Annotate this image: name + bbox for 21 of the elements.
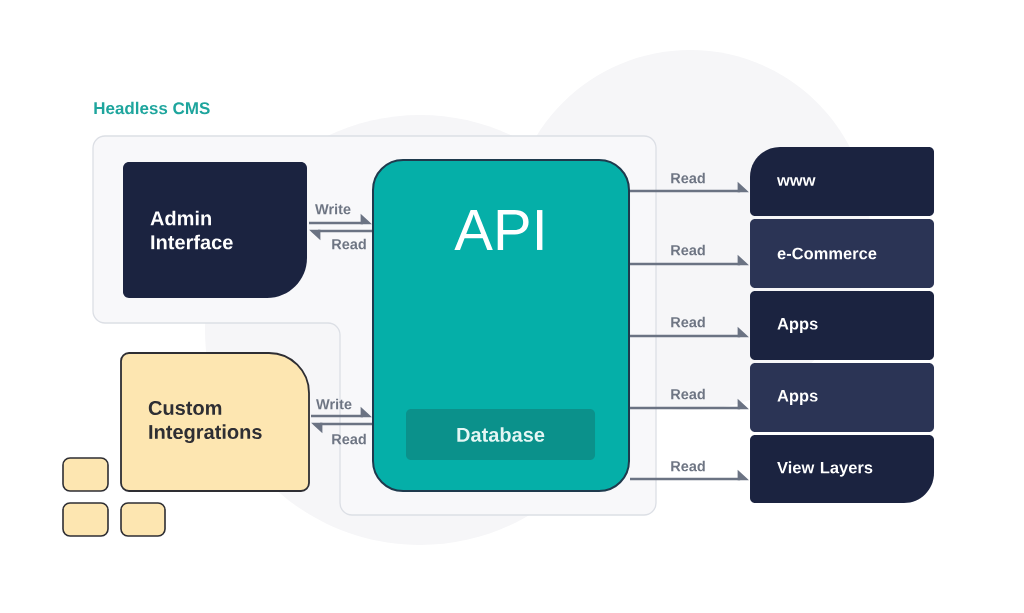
output-box: e-Commerce [750, 219, 934, 288]
edge-label: Write [315, 203, 351, 215]
edge-label: Read [671, 388, 705, 400]
inner-box: Database [406, 409, 595, 460]
small-tile [62, 457, 109, 492]
edge-label: Read [671, 316, 705, 328]
output-box: View Layers [750, 435, 934, 503]
edge-label: Read [332, 433, 366, 445]
small-tile [62, 502, 109, 537]
component-box: Custom Integrations [120, 352, 310, 492]
edge-label: Read [332, 238, 366, 250]
component-box: Admin Interface [123, 162, 307, 298]
output-box: Apps [750, 363, 934, 432]
edge-label: Read [671, 244, 705, 256]
edge-label: Write [316, 398, 352, 410]
small-tile [120, 502, 166, 537]
output-box: www [750, 147, 934, 216]
edge-label: Read [671, 172, 705, 184]
edge-label: Read [671, 460, 705, 472]
node-label: Headless CMS [94, 101, 210, 115]
output-box: Apps [750, 291, 934, 360]
